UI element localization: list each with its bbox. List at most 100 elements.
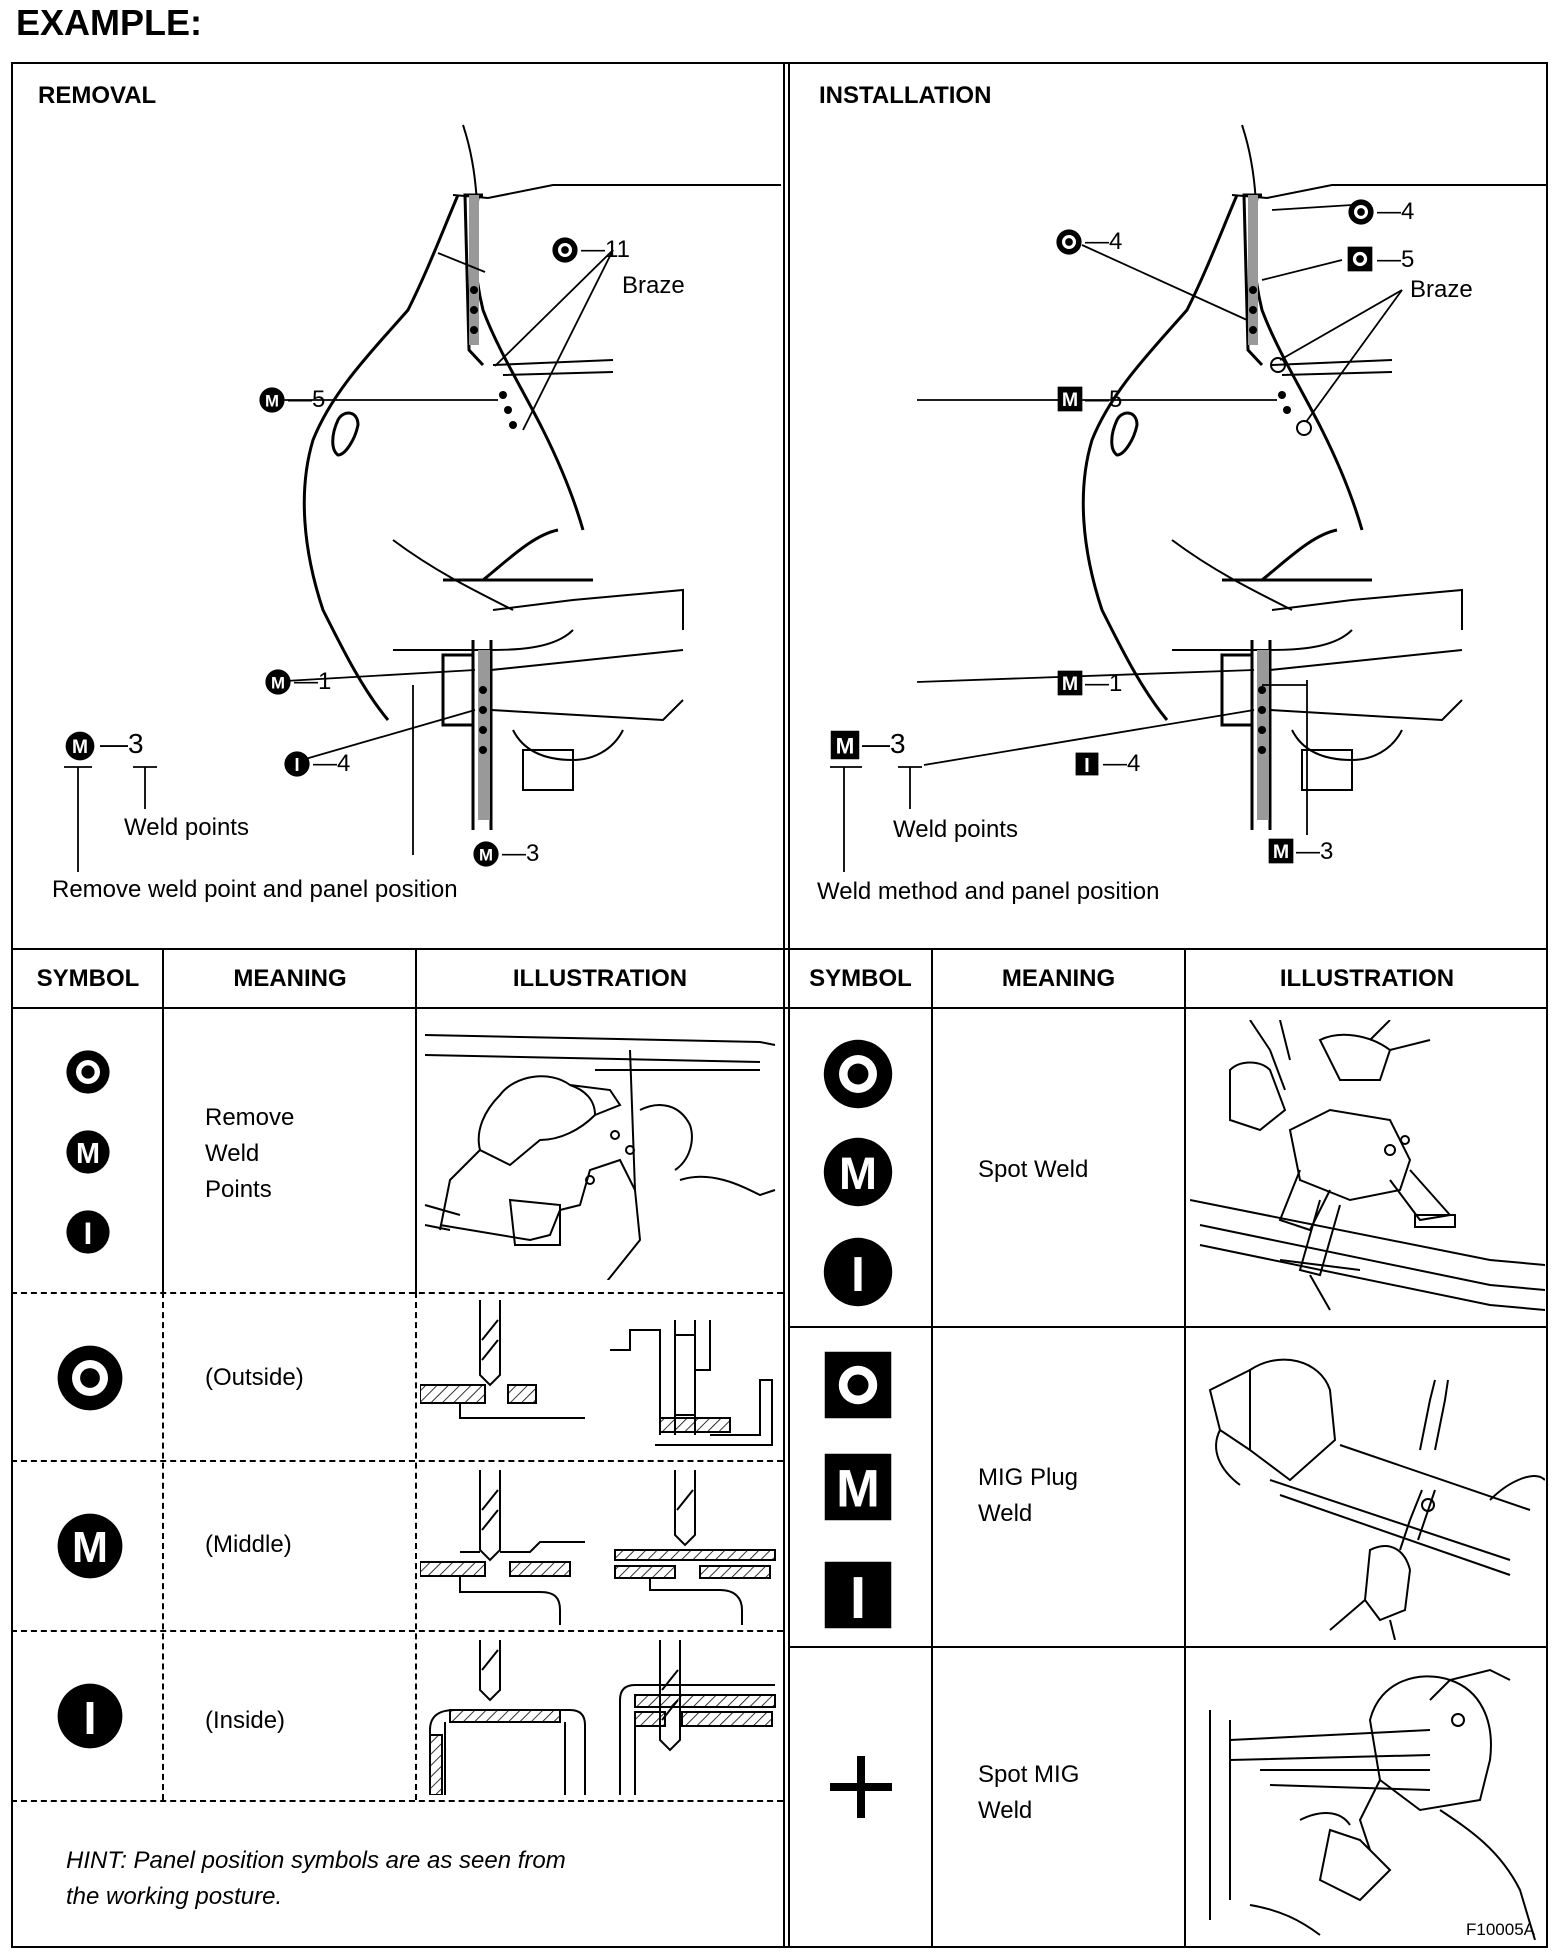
meaning-mig-plug-weld: MIG Plug Weld bbox=[978, 1460, 1078, 1532]
section-divider bbox=[11, 948, 1548, 950]
callout-outside-11: —11 bbox=[581, 236, 630, 263]
outside-circle-icon bbox=[64, 1048, 112, 1096]
row-divider bbox=[790, 1326, 1548, 1328]
middle-square-icon bbox=[1057, 670, 1083, 696]
header-meaning: MEANING bbox=[233, 965, 347, 992]
middle-circle-icon bbox=[54, 1510, 126, 1582]
drilling-illustration bbox=[424, 1034, 776, 1280]
legend-description: Remove weld point and panel position bbox=[52, 876, 458, 903]
installation-heading: INSTALLATION bbox=[819, 82, 992, 109]
outside-square-icon bbox=[823, 1350, 893, 1420]
legend-count-value: 3 bbox=[128, 728, 144, 759]
installation-diagram bbox=[916, 124, 1546, 835]
page-title: EXAMPLE: bbox=[16, 2, 203, 43]
callout-count: 3 bbox=[1320, 838, 1334, 865]
outside-circle-icon bbox=[54, 1342, 126, 1414]
header-illustration: ILLUSTRATION bbox=[1279, 965, 1455, 992]
meaning-line: Weld bbox=[205, 1140, 260, 1167]
hint-line: the working posture. bbox=[66, 1883, 283, 1910]
callout-count: 4 bbox=[1127, 750, 1141, 777]
callout-count: 5 bbox=[1109, 386, 1123, 413]
inside-square-icon bbox=[1075, 752, 1099, 776]
callout-outside-square-5: —5 bbox=[1377, 246, 1415, 273]
header-divider bbox=[11, 1007, 1548, 1009]
middle-square-icon bbox=[823, 1452, 893, 1522]
callout-count: 4 bbox=[337, 750, 351, 777]
inside-circle-icon bbox=[820, 1234, 896, 1310]
middle-drill-illustration bbox=[420, 1470, 776, 1625]
row-divider bbox=[11, 1292, 783, 1294]
meaning-line: Weld bbox=[978, 1797, 1033, 1824]
callout-count: 11 bbox=[605, 236, 630, 263]
callout-outside-4-left: —4 bbox=[1085, 228, 1123, 255]
outside-circle-icon bbox=[820, 1036, 896, 1112]
middle-circle-icon bbox=[820, 1134, 896, 1210]
callout-middle-square-1: —1 bbox=[1085, 670, 1123, 697]
hint-line: HINT: Panel position symbols are as seen… bbox=[66, 1847, 566, 1874]
legend-count-value: 3 bbox=[890, 728, 906, 759]
inside-square-icon bbox=[823, 1560, 893, 1630]
legend-leaders bbox=[64, 766, 157, 872]
outside-circle-icon bbox=[551, 236, 579, 264]
callout-middle-1: —1 bbox=[294, 668, 332, 695]
row-divider bbox=[11, 1800, 783, 1802]
callout-middle-5: —5 bbox=[288, 386, 326, 413]
inside-circle-icon bbox=[283, 750, 311, 778]
callout-count: 4 bbox=[1109, 228, 1123, 255]
spot-mig-illustration bbox=[1209, 1668, 1536, 1940]
callout-count: 1 bbox=[1109, 670, 1123, 697]
meaning-line: Weld bbox=[978, 1500, 1033, 1527]
meaning-line: Spot MIG bbox=[978, 1761, 1080, 1788]
col-divider bbox=[931, 948, 933, 1948]
spot-weld-illustration bbox=[1190, 1020, 1545, 1311]
legend-count: —3 bbox=[862, 728, 906, 759]
middle-square-icon bbox=[830, 730, 860, 760]
callout-outside-4-top: —4 bbox=[1377, 198, 1415, 225]
header-symbol: SYMBOL bbox=[36, 965, 140, 992]
middle-circle-icon bbox=[64, 730, 96, 762]
row-divider bbox=[11, 1630, 783, 1632]
hint-text: HINT: Panel position symbols are as seen… bbox=[66, 1843, 566, 1915]
meaning-spot-mig-weld: Spot MIG Weld bbox=[978, 1757, 1079, 1829]
callout-middle-square-3: —3 bbox=[1296, 838, 1334, 865]
plus-icon bbox=[830, 1756, 892, 1818]
callout-count: 4 bbox=[1401, 198, 1415, 225]
inside-circle-icon bbox=[54, 1680, 126, 1752]
middle-circle-icon bbox=[258, 386, 286, 414]
col-divider bbox=[162, 948, 164, 1292]
middle-square-icon bbox=[1057, 386, 1083, 412]
callout-inside-square-4: —4 bbox=[1103, 750, 1141, 777]
figure-code: F10005A bbox=[1466, 1920, 1535, 1939]
meaning-middle: (Middle) bbox=[205, 1531, 292, 1558]
callout-count: 5 bbox=[1401, 246, 1415, 273]
outside-circle-icon bbox=[1347, 198, 1375, 226]
braze-label: Braze bbox=[622, 272, 685, 299]
legend-weld-points: Weld points bbox=[893, 816, 1018, 843]
middle-square-icon bbox=[1268, 838, 1294, 864]
meaning-remove-weld-points: Remove Weld Points bbox=[205, 1100, 294, 1208]
col-divider-dashed bbox=[415, 1292, 417, 1800]
col-divider-dashed bbox=[162, 1292, 164, 1800]
middle-circle-icon bbox=[64, 1128, 112, 1176]
example-frame bbox=[11, 62, 1548, 1948]
center-divider-a bbox=[783, 62, 785, 1948]
middle-circle-icon bbox=[472, 840, 500, 868]
header-symbol: SYMBOL bbox=[809, 965, 912, 992]
header-illustration: ILLUSTRATION bbox=[512, 965, 688, 992]
inside-drill-illustration bbox=[429, 1640, 776, 1795]
mig-plug-illustration bbox=[1208, 1358, 1545, 1640]
row-divider bbox=[11, 1460, 783, 1462]
removal-diagram bbox=[267, 124, 781, 855]
inside-circle-icon bbox=[64, 1208, 112, 1256]
callout-middle-3: —3 bbox=[502, 840, 540, 867]
legend-count: —3 bbox=[100, 728, 144, 759]
header-meaning: MEANING bbox=[1001, 965, 1116, 992]
removal-heading: REMOVAL bbox=[38, 82, 157, 109]
meaning-inside: (Inside) bbox=[205, 1707, 286, 1734]
meaning-spot-weld: Spot Weld bbox=[978, 1156, 1089, 1183]
meaning-line: MIG Plug bbox=[978, 1464, 1079, 1491]
callout-middle-square-5: —5 bbox=[1085, 386, 1123, 413]
meaning-line: Points bbox=[205, 1176, 272, 1203]
col-divider bbox=[1184, 948, 1186, 1948]
callout-count: 5 bbox=[312, 386, 326, 413]
